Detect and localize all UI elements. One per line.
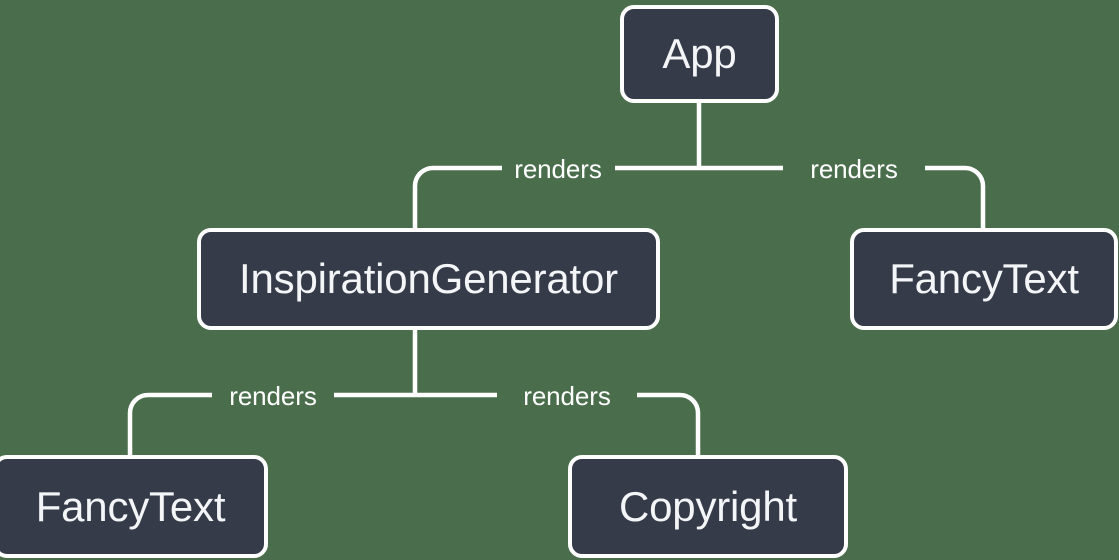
edge-label-inspiration-generator-to-copyright: renders	[523, 381, 611, 411]
node-fancy-text-right-label: FancyText	[889, 255, 1079, 302]
edge-label-inspiration-generator-to-fancy-text: renders	[229, 381, 317, 411]
edge-app-to-fancytext-right-seg	[925, 165, 986, 228]
edge-inspiration-to-copyright-right-seg	[637, 392, 701, 455]
edge-app-to-inspiration-left-seg	[412, 165, 502, 228]
node-inspiration-generator[interactable]: InspirationGenerator	[197, 228, 660, 330]
node-app[interactable]: App	[620, 5, 779, 103]
node-inspiration-generator-label: InspirationGenerator	[239, 255, 618, 302]
node-fancy-text-bottom-left[interactable]: FancyText	[0, 455, 268, 558]
node-copyright[interactable]: Copyright	[568, 455, 848, 558]
node-fancy-text-bottom-left-label: FancyText	[35, 482, 226, 530]
node-app-label: App	[662, 30, 737, 77]
node-fancy-text-right[interactable]: FancyText	[850, 228, 1118, 330]
node-copyright-label: Copyright	[619, 482, 797, 530]
edge-label-app-to-fancy-text-right: renders	[810, 154, 898, 184]
edge-label-app-to-inspiration-generator: renders	[514, 154, 602, 184]
edge-inspiration-to-fancytext-left-seg	[127, 392, 212, 455]
